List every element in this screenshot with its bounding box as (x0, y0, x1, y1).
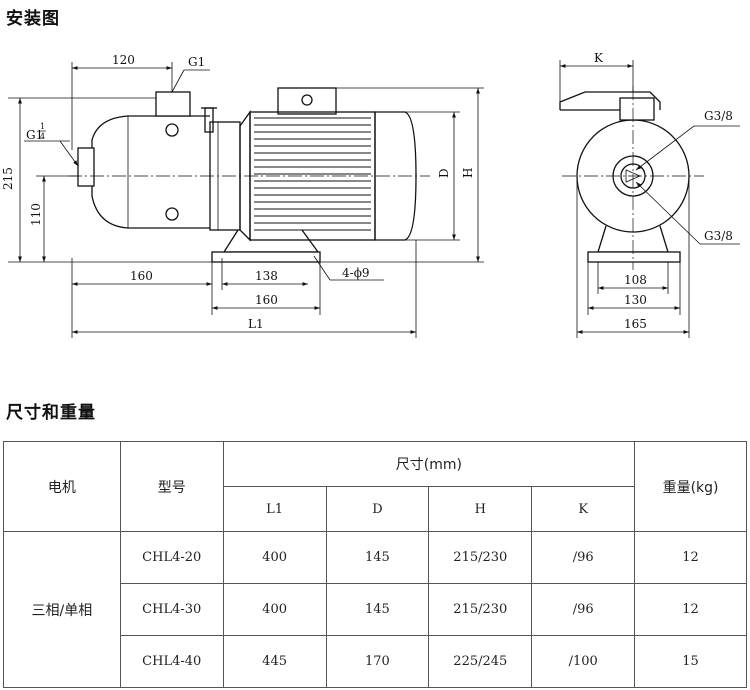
weight-cell: 12 (634, 531, 747, 584)
pump-side-view (77, 87, 417, 263)
table-title: 尺寸和重量 (6, 403, 96, 423)
h-cell: 215/230 (428, 583, 533, 636)
dim-108-label: 108 (624, 273, 647, 287)
d-cell: 170 (325, 635, 430, 688)
subheader-k: K (531, 486, 636, 532)
header-motor: 电机 (3, 441, 121, 532)
dim-138-label: 138 (255, 269, 278, 283)
header-model: 型号 (119, 441, 224, 532)
dim-k-label: K (594, 51, 604, 65)
g1-quarter-num: 1 (40, 122, 45, 131)
table-row: 三相/单相 CHL4-20 400 145 215/230 /96 12 (3, 531, 747, 688)
g38-bottom-label: G3/8 (704, 229, 733, 243)
h-cell: 225/245 (428, 635, 533, 688)
dim-110-label: 110 (29, 203, 43, 226)
holes-label: 4-ϕ9 (342, 266, 370, 280)
subheader-l1: L1 (222, 486, 327, 532)
model-cell: CHL4-40 (119, 635, 224, 688)
l1-cell: 445 (222, 635, 327, 688)
dim-d-label: D (437, 168, 451, 178)
table-row: CHL4-30 400 145 215/230 /96 12 (4, 583, 747, 636)
dim-165-label: 165 (624, 317, 647, 331)
dim-130-label: 130 (624, 293, 647, 307)
dimensions-front (559, 60, 740, 338)
model-cell: CHL4-30 (119, 583, 224, 636)
dimensions-side (8, 62, 484, 338)
k-cell: /96 (531, 583, 636, 636)
header-weight: 重量(kg) (634, 441, 747, 532)
h-cell: 215/230 (428, 531, 533, 584)
g1-quarter-label: G1 (26, 128, 43, 142)
dim-l1-label: L1 (248, 317, 264, 331)
dim-160-bottom-label: 160 (255, 293, 278, 307)
weight-cell: 15 (634, 635, 747, 688)
table-row: CHL4-40 445 170 225/245 /100 15 (4, 635, 747, 688)
l1-cell: 400 (222, 531, 327, 584)
model-cell: CHL4-20 (119, 531, 224, 584)
dim-215-label: 215 (1, 167, 15, 190)
motor-type-cell: 三相/单相 (3, 531, 121, 688)
subheader-d: D (325, 486, 430, 532)
g38-top-label: G3/8 (704, 109, 733, 123)
weight-cell: 12 (634, 583, 747, 636)
k-cell: /96 (531, 531, 636, 584)
d-cell: 145 (325, 583, 430, 636)
dim-120-label: 120 (112, 53, 135, 67)
dim-h-label: H (461, 168, 475, 178)
spec-table: 电机 型号 尺寸(mm) 重量(kg) L1 D H K 三相/单相 CHL4-… (3, 441, 747, 688)
header-size: 尺寸(mm) (222, 441, 636, 487)
installation-title: 安装图 (6, 9, 60, 29)
l1-cell: 400 (222, 583, 327, 636)
pump-front-view (559, 91, 690, 263)
g1-quarter-den: 4 (40, 132, 45, 141)
k-cell: /100 (531, 635, 636, 688)
g1-label: G1 (188, 55, 205, 69)
installation-drawing: 120 G1 G1 1 4 215 110 D H 160 138 4-ϕ9 1… (1, 51, 740, 338)
subheader-h: H (428, 486, 533, 532)
dim-160-top-label: 160 (130, 269, 153, 283)
d-cell: 145 (325, 531, 430, 584)
